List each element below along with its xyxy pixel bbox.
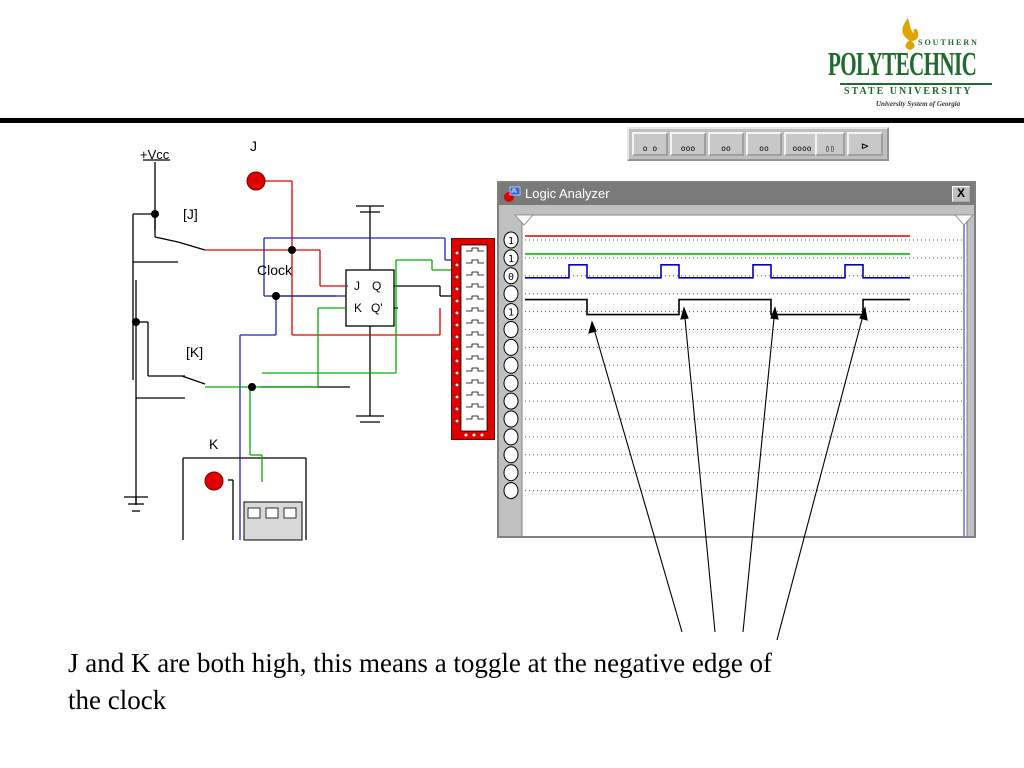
channel-button[interactable] [503,392,519,410]
j-switch-label: [J] [183,206,198,222]
circuit-schematic [124,159,452,541]
cursor1-marker[interactable] [514,214,534,226]
flame-icon [902,18,919,50]
k-switch-label: [K] [186,344,204,360]
k-probe-lamp[interactable] [204,471,224,491]
channel-button[interactable] [503,374,519,392]
channel-button[interactable] [503,356,519,374]
channel-button[interactable] [503,410,519,428]
channel-label: 1 [508,308,514,319]
j-probe-lamp[interactable] [246,171,266,191]
logo-line-southern: SOUTHERN [918,38,979,47]
close-icon[interactable]: X [952,186,970,202]
ff-q-pin: Q [372,279,382,293]
analyzer-app-icon [504,186,521,202]
channel-label: 1 [508,236,514,247]
toolbar-button-resistor-array[interactable]: oooo [784,132,820,156]
k-probe-label: K [209,436,219,452]
chip-icon: ▯▯ [825,144,835,153]
ff-j-pin: J [354,279,360,293]
channel-button[interactable] [503,338,519,356]
vcc-label: +Vcc [140,147,170,162]
channel-button[interactable] [503,446,519,464]
logic-analyzer-window: Logic Analyzer X 1 1 0 1 [497,181,976,538]
slide-caption: J and K are both high, this means a togg… [68,648,773,715]
logo-line-state-university: STATE UNIVERSITY [844,86,973,97]
channel-button[interactable] [503,464,519,482]
header-rule [0,118,1024,123]
ff-k-pin: K [354,301,363,315]
toolbar-button-dip[interactable]: ooo [670,132,706,156]
toolbar-button-connector[interactable]: oo [746,132,782,156]
j-probe-label: J [250,138,257,154]
logo-divider [840,83,992,85]
toolbar-button-relay[interactable]: oo [708,132,744,156]
channel-button[interactable] [503,285,519,303]
channel-button[interactable] [503,321,519,338]
channel-button[interactable]: 1 [503,303,519,321]
logic-analyzer-titlebar[interactable]: Logic Analyzer X [499,183,974,205]
channel-button[interactable] [503,482,519,500]
channel-label: 1 [508,254,514,265]
connector-icon: oo [759,144,769,153]
channel-button[interactable] [503,428,519,446]
parts-toolbar: o o ooo oo oo oooo ▯▯ ⊳ [627,127,889,161]
channel-label: 0 [508,272,514,283]
channel-button[interactable]: 1 [503,231,519,249]
buffer-gate-icon: ⊳ [861,139,869,153]
dip-icon: ooo [680,144,696,153]
clock-label: Clock [257,262,293,278]
resistor-array-icon: oooo [792,144,812,153]
university-logo: SOUTHERN POLYTECHNIC STATE UNIVERSITY Un… [822,10,1002,110]
toolbar-button-chip[interactable]: ▯▯ [815,132,845,156]
cursor2-marker[interactable] [954,214,974,226]
logo-line-polytechnic: POLYTECHNIC [828,46,977,83]
analyzer-connector[interactable] [451,238,495,440]
trace-clock [525,264,910,279]
channel-button[interactable]: 1 [503,249,519,267]
ff-qbar-pin: Q' [371,301,383,315]
waveform-display: 1 1 0 1 [499,205,974,536]
logo-line-system: University System of Georgia [876,100,961,108]
relay-icon: oo [721,144,731,153]
connector-pins [454,244,488,437]
logic-analyzer-title: Logic Analyzer [525,186,610,201]
channel-button[interactable]: 0 [503,267,519,285]
toolbar-button-buffer[interactable]: ⊳ [847,132,883,156]
toolbar-button-switch[interactable]: o o [632,132,668,156]
switch-icon: o o [642,144,658,153]
